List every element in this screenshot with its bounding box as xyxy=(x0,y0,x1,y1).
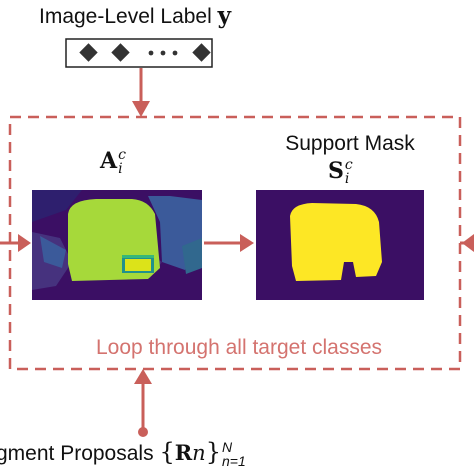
attention-sup: c xyxy=(118,147,126,163)
label-dot-1 xyxy=(148,50,154,56)
middle-arrow-head xyxy=(240,234,254,252)
proposals-text: gment Proposals xyxy=(0,442,154,465)
support-base: S xyxy=(328,158,344,184)
label-arrow-head xyxy=(132,101,150,117)
support-sup: c xyxy=(344,157,353,173)
support-mask-title: Support Mask xyxy=(285,132,415,155)
support-mask-image xyxy=(256,190,424,300)
label-diamond-3 xyxy=(192,43,211,62)
title-symbol: y xyxy=(217,2,231,29)
input-arrow-head xyxy=(18,234,31,252)
proposals-sub: n=1 xyxy=(221,453,246,470)
attention-map-image xyxy=(32,190,202,300)
label-diamond-2 xyxy=(111,43,130,62)
return-arrow-head xyxy=(462,234,474,252)
title-text: Image-Level Label xyxy=(39,5,212,28)
proposals-arrow-head xyxy=(134,369,152,384)
label-dot-2 xyxy=(160,50,166,56)
proposals-arrow-tail xyxy=(138,427,148,437)
proposals-base: R xyxy=(174,440,193,465)
attention-sub: i xyxy=(118,161,123,177)
proposals-index: n xyxy=(192,441,206,465)
image-level-label-title: Image-Level Label y xyxy=(0,2,270,29)
support-sub: i xyxy=(344,171,350,187)
loop-caption: Loop through all target classes xyxy=(96,336,383,359)
label-diamond-1 xyxy=(79,43,98,62)
label-dot-3 xyxy=(172,50,178,56)
proposals-sup: N xyxy=(221,439,233,456)
attention-base: A xyxy=(100,148,118,174)
